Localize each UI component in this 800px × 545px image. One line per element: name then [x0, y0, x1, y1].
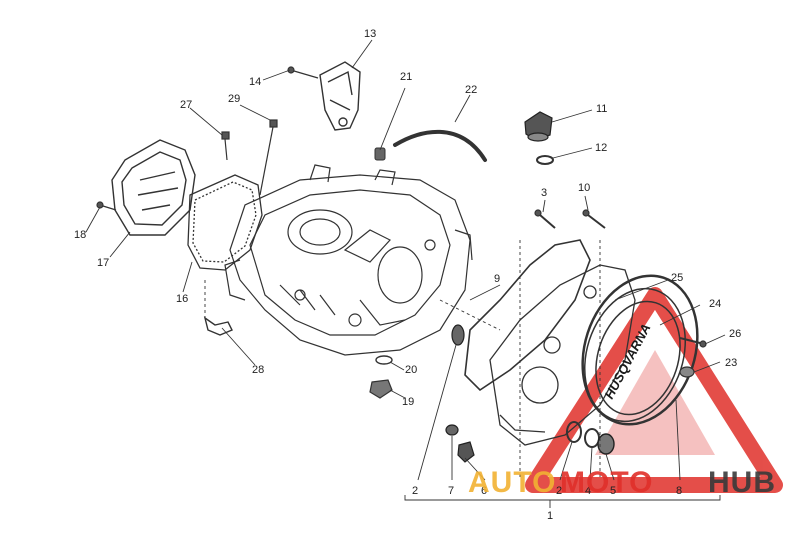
callout-16: 16: [176, 293, 188, 305]
callout-21: 21: [400, 71, 412, 83]
callout-27: 27: [180, 99, 192, 111]
bolt-14: [287, 66, 319, 79]
callout-1: 1: [547, 510, 553, 522]
callout-28: 28: [252, 364, 264, 376]
breather-hose-22: [393, 129, 487, 162]
watermark-text-auto: AUTO: [468, 466, 556, 499]
crankcase-left-half: [224, 164, 473, 356]
bolt-3: [534, 209, 556, 229]
callout-2a: 2: [412, 485, 418, 497]
seal-2-lower: [566, 421, 582, 443]
bolt-10: [582, 209, 606, 229]
bolt-29: [259, 119, 278, 196]
gasket-9: [464, 239, 591, 392]
fitting-21: [374, 147, 386, 161]
filler-plug-11: [524, 111, 553, 142]
callout-20: 20: [405, 364, 417, 376]
callout-18: 18: [74, 229, 86, 241]
callout-5: 5: [610, 485, 616, 497]
callout-25: 25: [671, 272, 683, 284]
seal-2-upper: [451, 324, 465, 346]
gasket-16: [187, 174, 263, 271]
callout-14: 14: [249, 76, 261, 88]
watermark-logo: AUTO MOTO HUB: [468, 466, 776, 499]
callout-29: 29: [228, 93, 240, 105]
clamp-28: [203, 316, 233, 336]
washer-12: [536, 155, 554, 165]
callout-10: 10: [578, 182, 590, 194]
clutch-cover: [489, 264, 636, 446]
callout-22: 22: [465, 84, 477, 96]
bolt-18: [96, 201, 117, 211]
watermark-text-hub: HUB: [708, 466, 776, 499]
seal-7: [445, 424, 459, 436]
watermark-text-moto: MOTO: [560, 466, 653, 499]
sprocket-guard-13: [319, 61, 361, 131]
callout-numbers: 13 14 21 22 11 12 27 29 3 10 18 17 16 9 …: [74, 28, 741, 522]
bolt-27: [221, 131, 230, 161]
watermark-logo-triangle: [525, 287, 783, 493]
callout-24: 24: [709, 298, 721, 310]
callout-2b: 2: [556, 485, 562, 497]
callout-13: 13: [364, 28, 376, 40]
ignition-cover-17: [111, 139, 196, 236]
callout-19: 19: [402, 396, 414, 408]
callout-12: 12: [595, 142, 607, 154]
callout-11: 11: [596, 103, 607, 115]
callout-3: 3: [541, 187, 547, 199]
plug-6: [457, 441, 475, 463]
o-ring-24: [581, 274, 699, 426]
washer-4: [584, 428, 600, 448]
washer-20: [375, 355, 393, 365]
callout-7: 7: [448, 485, 454, 497]
drain-plug-19: [369, 379, 393, 399]
callout-4: 4: [585, 485, 591, 497]
plug-23: [679, 366, 695, 378]
callout-8: 8: [676, 485, 682, 497]
callout-9: 9: [494, 273, 500, 285]
callout-6: 6: [481, 485, 487, 497]
callout-17: 17: [97, 257, 109, 269]
leader-lines: [85, 39, 726, 508]
callout-23: 23: [725, 357, 737, 369]
callout-26: 26: [729, 328, 741, 340]
